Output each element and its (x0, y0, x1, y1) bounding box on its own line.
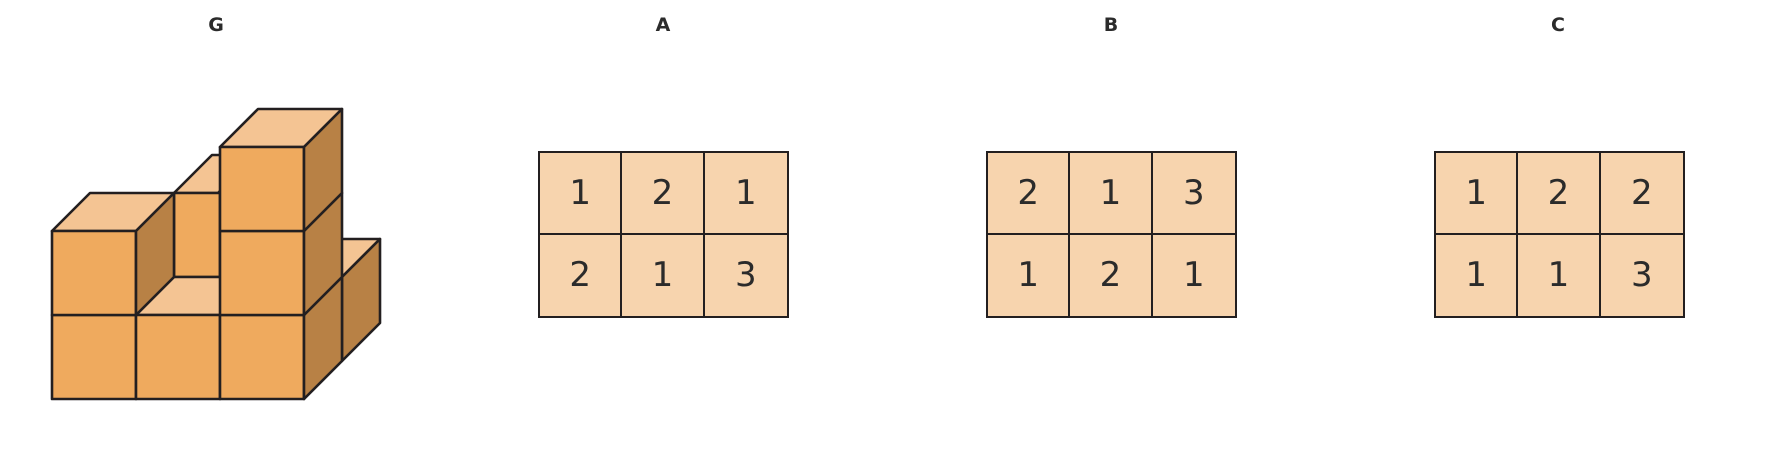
option-a-grid: 1 2 1 2 1 3 (538, 151, 789, 318)
option-c-grid: 1 2 2 1 1 3 (1434, 151, 1685, 318)
grid-cell: 1 (1518, 234, 1601, 316)
bottom-right-cube-front-face (218, 313, 306, 401)
grid-cell: 2 (540, 234, 623, 316)
option-c-title: C (1551, 14, 1565, 36)
right-middle-cube-front-face (218, 229, 306, 317)
grid-cell: 2 (1070, 234, 1153, 316)
right-top-cube-side-face (302, 107, 344, 233)
grid-cell: 2 (622, 153, 705, 235)
back-cube-front-face (172, 191, 222, 279)
grid-cell: 2 (1518, 153, 1601, 235)
solid-title: G (208, 14, 224, 36)
grid-cell: 1 (704, 153, 787, 235)
bottom-left-cube-front-face (50, 313, 138, 401)
grid-cell: 1 (1183, 255, 1205, 296)
grid-cell: 2 (988, 153, 1071, 235)
option-a-title: A (655, 14, 671, 36)
left-upper-cube-side-face (134, 191, 176, 317)
bottom-middle-cube-front-face (134, 313, 222, 401)
right-top-cube-front-face (218, 145, 306, 233)
option-b-title: B (1103, 14, 1119, 36)
grid-cell: 1 (988, 234, 1071, 316)
grid-cell: 3 (735, 255, 757, 296)
cube-stack-figure (50, 107, 382, 401)
grid-cell: 2 (1600, 153, 1683, 235)
grid-cell: 1 (540, 153, 623, 235)
grid-cell: 1 (1436, 234, 1519, 316)
option-b-grid: 2 1 3 1 2 1 (986, 151, 1237, 318)
grid-cell: 3 (1152, 153, 1235, 235)
grid-cell: 1 (1070, 153, 1153, 235)
grid-cell: 1 (1436, 153, 1519, 235)
grid-cell: 3 (1631, 255, 1653, 296)
left-upper-cube-front-face (50, 229, 138, 317)
grid-cell: 1 (622, 234, 705, 316)
